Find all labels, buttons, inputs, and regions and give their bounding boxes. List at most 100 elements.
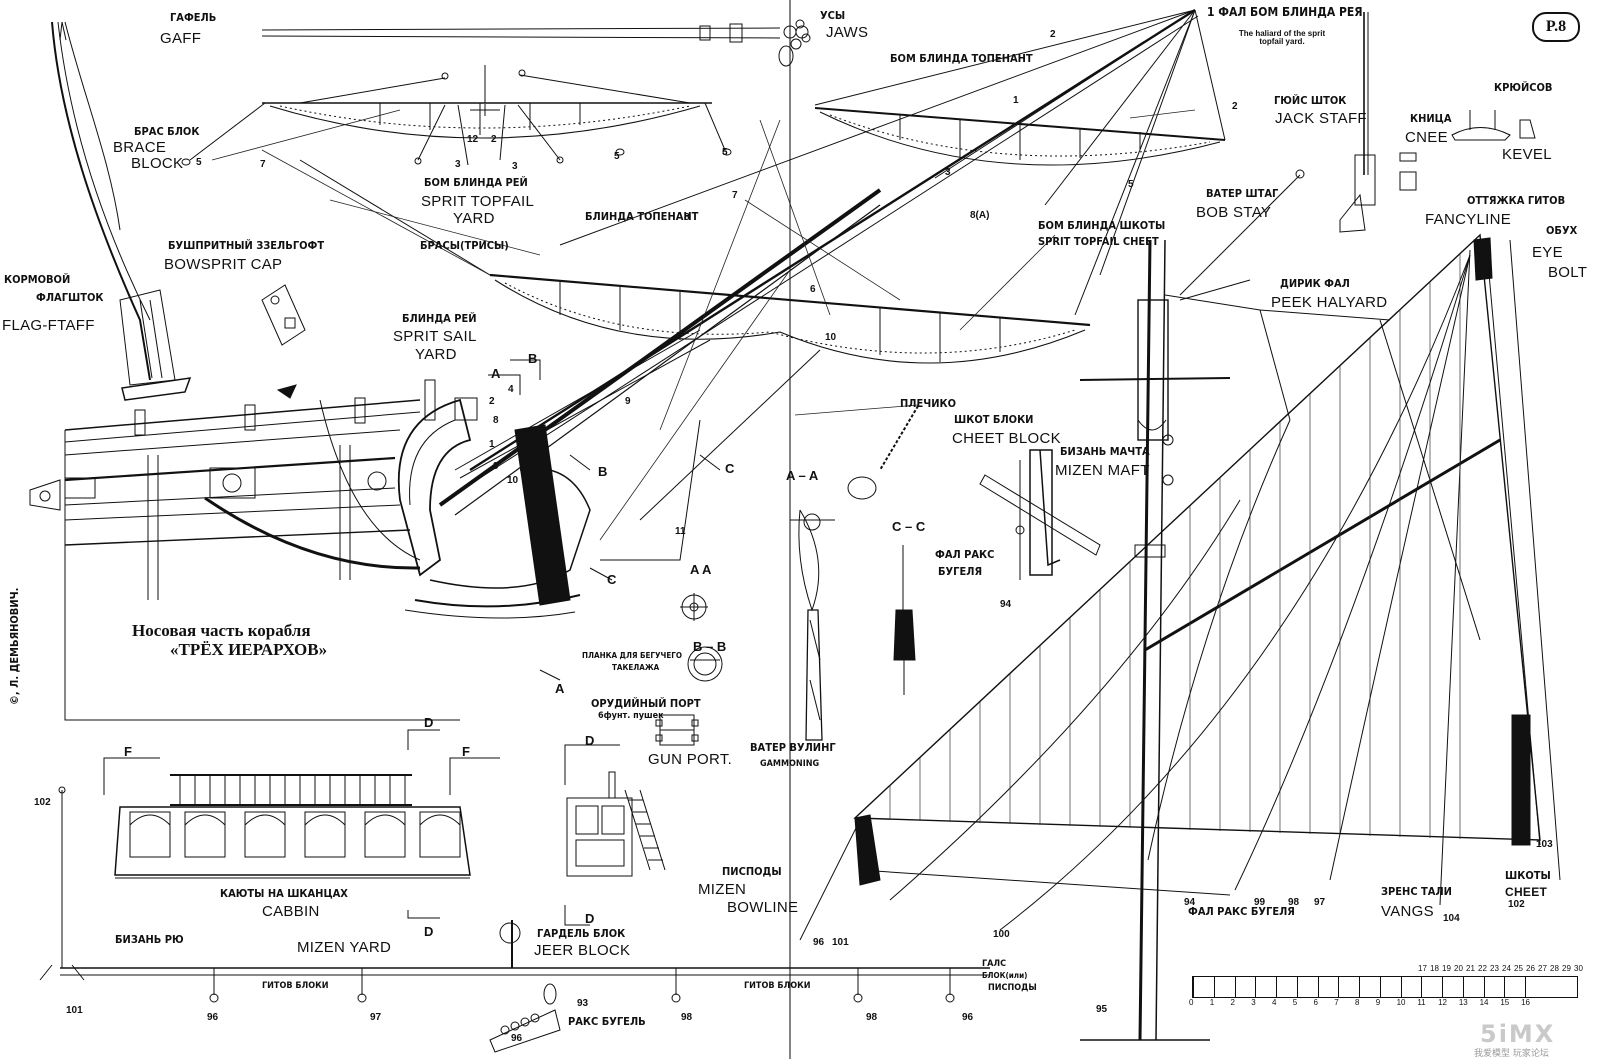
scale-cell [1504,977,1506,997]
scale-cell [1421,977,1423,997]
scale-bottom-number: 14 [1479,998,1489,1007]
callout-5a: 5 [196,157,202,168]
scale-top-number: 25 [1514,964,1523,973]
gun-port-label-en: GUN PORT. [648,751,733,768]
callout-100: 100 [993,929,1010,940]
scale-bottom-number: 11 [1417,998,1426,1007]
scale-top-number: 30 [1574,964,1583,973]
author-credit: ©, Л. ДЕМЬЯНОВИЧ. [8,587,21,705]
section-aa-drawing [790,509,916,741]
gaff-drawing [261,19,811,67]
forum-watermark: 5iMX [1480,1020,1556,1048]
sprit-sail-yard-label-en2: YARD [415,346,457,363]
section-marker-a2: A [555,681,565,696]
mizen-mast-label-en: MIZEN MAFT [1055,462,1150,479]
fancyline-label-en: FANCYLINE [1425,211,1512,228]
gammoning-label-ru: ВАТЕР ВУЛИНГ [750,741,836,754]
mizen-mast-drawing [1079,239,1251,1041]
sprit-topsail-yard-label-ru: БОМ БЛИНДА РЕЙ [424,176,528,189]
callout-11: 11 [675,526,686,537]
callout-3a: 3 [455,159,461,170]
callout-10: 10 [507,475,519,486]
section-marker-d1: D [424,715,434,730]
scale-top-number: 22 [1478,964,1487,973]
sheet-block-drawing [847,405,1101,580]
plank-label-ru2: ТАКЕЛАЖА [612,663,660,672]
sprit-topsail-lift-label-ru: БОМ БЛИНДА ТОПЕНАНТ [890,52,1033,65]
section-marker-d2: D [424,924,434,939]
sprit-topsail-sheet-label-ru2: SPRIT TOPFAIL CHEET [1038,235,1159,248]
peak-racks-halyard-label-ru: ФАЛ РАКС БУГЕЛЯ [1188,905,1295,918]
bowline-label-en2: BOWLINE [727,899,799,916]
sprit-halyard-label-ru: 1 ФАЛ БОМ БЛИНДА РЕЯ [1207,5,1363,19]
peek-halyard-label-en: PEEK HALYARD [1271,294,1388,311]
mizen-yard-label-ru: БИЗАНЬ РЮ [115,933,184,946]
callout-94b: 94 [1184,897,1196,908]
callout-8a: 8 [684,212,690,223]
scale-cell [1525,977,1527,997]
peak-racks-label-ru1: ФАЛ РАКС [935,548,995,561]
scale-top-number: 18 [1430,964,1439,973]
brace-block-label-en2: BLOCK [131,155,184,172]
sail-vertical-ribs [889,254,1461,839]
callout-97a: 97 [370,1012,382,1023]
scale-cell [1338,977,1340,997]
scale-top-number: 23 [1490,964,1499,973]
bowsprit-cap-label-en: BOWSPRIT CAP [164,256,283,273]
callout-3c: 3 [945,167,951,178]
bowsprit-cap-drawing [261,284,306,346]
callout-101a: 101 [66,1005,83,1016]
plechiko-label-ru: ПЛЕЧИКО [900,397,957,410]
section-aa-title: A – A [786,468,819,483]
sprit-sail-yard-label-en1: SPRIT SAIL [393,328,477,345]
tack-label-ru3: ПИСПОДЫ [988,983,1037,993]
scale-cell [1255,977,1257,997]
eye-bolt-label-en2: BOLT [1548,264,1588,281]
callout-98b: 98 [866,1012,878,1023]
scale-top-number: 21 [1466,964,1475,973]
callout-12: 12 [467,134,479,145]
scale-cell [1400,977,1402,997]
flagstaff-label-ru1: КОРМОВОЙ [4,273,71,286]
scale-bottom-number: 6 [1313,998,1318,1007]
callout-6: 6 [810,284,816,295]
braces-label-ru: БРАСЫ(ТРИСЫ) [420,239,509,252]
racks-bugel-label-ru: РАКС БУГЕЛЬ [568,1015,646,1028]
brace-block-label-ru: БРАС БЛОК [134,125,200,138]
sheet-label-en: CHEET [1505,885,1548,899]
bowsprit-cap-label-ru: БУШПРИТНЫЙ ЗЗЕЛЬГОФТ [168,239,325,252]
scale-cell [1483,977,1485,997]
section-marker-b2: B [598,464,608,479]
scale-cell [1317,977,1319,997]
scale-bottom-number: 12 [1438,998,1447,1007]
bob-stay-label-ru: ВАТЕР ШТАГ [1206,187,1279,200]
callout-2d: 2 [489,396,495,407]
bob-stay-drawing [1179,169,1305,296]
vangs-label-ru: ЗРЕНС ТАЛИ [1381,885,1452,898]
scale-top-number: 24 [1502,964,1511,973]
section-cc-title: C – C [892,519,926,534]
flagstaff-label-en: FLAG-FTAFF [2,317,95,334]
jack-staff-label-en: JACK STAFF [1275,110,1367,127]
kevel-label-en: KEVEL [1502,146,1552,163]
callout-96b: 96 [511,1033,523,1044]
gun-port-label-ru1: ОРУДИЙНЫЙ ПОРТ [591,697,701,710]
scale-cell [1296,977,1298,997]
gun-port-label-ru2: 6фунт. пушек [598,711,664,721]
callout-96d: 96 [962,1012,974,1023]
callout-97b: 97 [1314,897,1326,908]
mizen-yard-label-en: MIZEN YARD [297,939,392,956]
callout-102a: 102 [34,797,51,808]
rigging-lines [211,109,1196,541]
jack-staff-label-ru: ГЮЙС ШТОК [1274,94,1347,107]
mizen-sail-drawing [853,233,1561,906]
bow-hull-drawing [29,329,821,721]
scale-cell [1234,977,1236,997]
sheet-block-label-ru: ШКОТ БЛОКИ [954,413,1034,426]
section-marker-b: B [528,351,538,366]
callout-3b: 3 [512,161,518,172]
bow-title-line2: «ТРЁХ ИЕРАРХОВ» [170,640,328,659]
scale-top-number: 27 [1538,964,1547,973]
callout-4: 4 [508,384,514,395]
section-marker-f1: F [124,744,132,759]
